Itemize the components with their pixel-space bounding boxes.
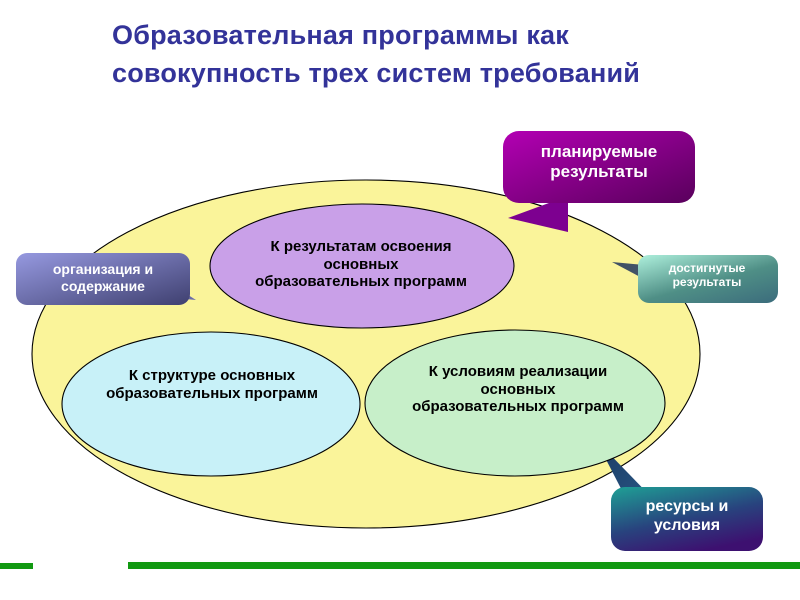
achieved-callout-box[interactable] <box>638 255 778 303</box>
structure-ellipse[interactable] <box>61 331 361 477</box>
page-title-line-2: совокупность трех систем требований <box>112 58 641 89</box>
resources-callout-box[interactable] <box>611 487 763 551</box>
page-title: Образовательная программы как совокупнос… <box>112 16 712 93</box>
page-title-line-1: Образовательная программы как <box>112 20 569 50</box>
planned-callout-tail <box>508 196 568 232</box>
bottom-left-dash <box>0 563 33 569</box>
conditions-ellipse[interactable] <box>364 329 666 477</box>
results-ellipse[interactable] <box>209 203 515 329</box>
bottom-rule <box>128 562 800 569</box>
organization-callout-box[interactable] <box>16 253 190 305</box>
planned-callout-box[interactable] <box>503 131 695 203</box>
